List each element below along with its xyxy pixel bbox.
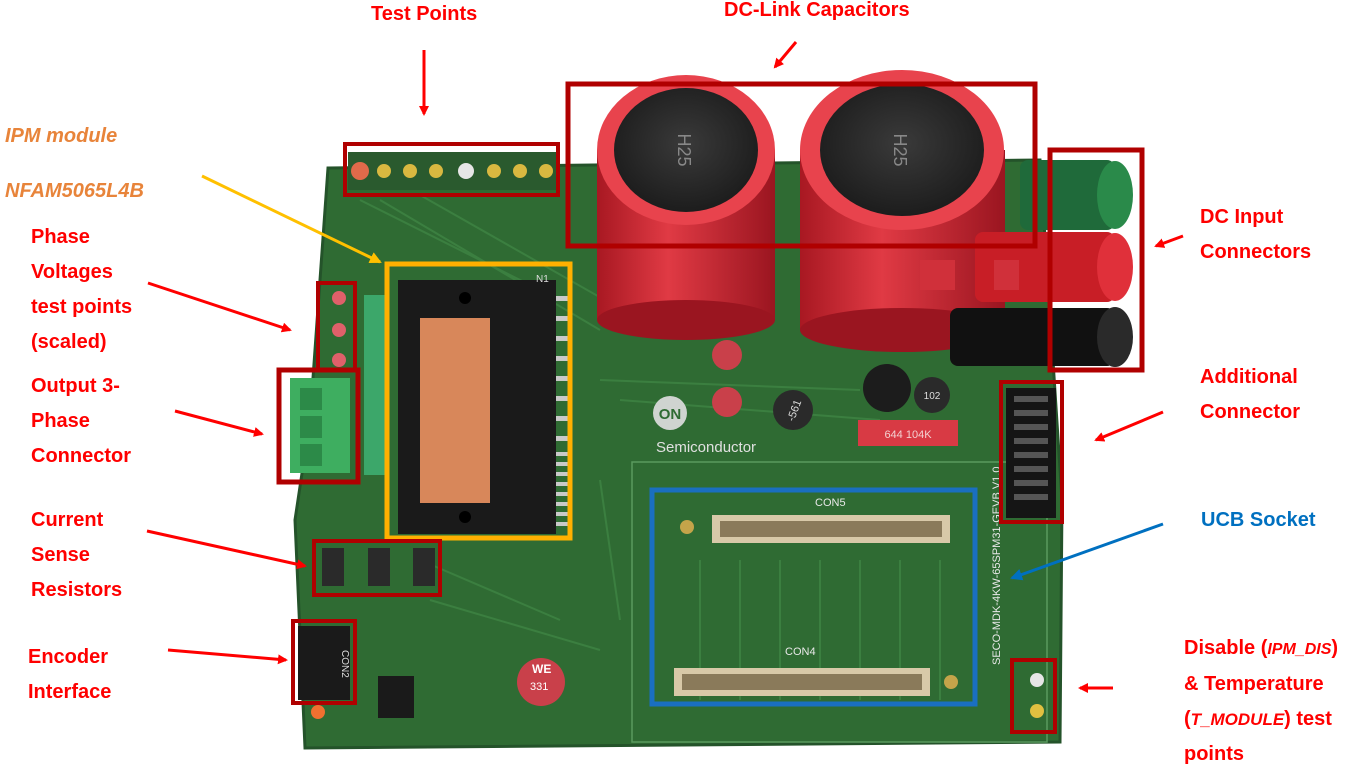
label-temp-e: points [1184, 743, 1244, 765]
label-disable-line: Disable (IPM_DIS) [1184, 631, 1338, 667]
arrow-encoder [167, 648, 288, 665]
test-point-header [348, 152, 558, 190]
label-ipm-line1: IPM module [5, 125, 118, 147]
highlight-boxes [276, 81, 1145, 734]
label-ucb-socket: UCB Socket [1201, 509, 1316, 531]
arrow-current [146, 529, 307, 570]
label-encoder-line2: Interface [28, 681, 112, 703]
annotation-arrows [146, 41, 1184, 693]
label-additional-line1: Additional [1200, 366, 1298, 388]
cap-small-mark: 102 [924, 391, 941, 402]
label-disable-temperature: Disable (IPM_DIS) & Temperature (T_MODUL… [1184, 631, 1338, 772]
film-cap-mark: 644 104K [884, 429, 932, 441]
box-additional [999, 380, 1064, 524]
box-output-conn [276, 367, 361, 485]
label-phase-line3: test points [31, 296, 133, 318]
label-disable-a: Disable ( [1184, 637, 1268, 659]
misc-components: -561 102 644 104K 331 WE [378, 260, 1044, 718]
con5-label: CON5 [815, 497, 846, 509]
dc-link-capacitors: H25 H25 [597, 70, 1005, 352]
capacitor-mark-1: H25 [674, 133, 694, 166]
ipm-module: N1 [398, 274, 572, 534]
output-3-phase-connector [290, 378, 350, 473]
label-output-line2: Phase [31, 410, 90, 432]
ipm-refdes: N1 [536, 274, 549, 285]
label-dc-link-capacitors: DC-Link Capacitors [724, 0, 910, 21]
box-current-sense [312, 539, 442, 597]
label-encoder-line1: Encoder [28, 646, 109, 668]
arrow-phase [147, 281, 292, 333]
label-additional-line2: Connector [1200, 401, 1300, 423]
additional-connector-header [1006, 388, 1056, 518]
arrow-dc-link [773, 41, 798, 69]
ucb-socket-connectors: CON5 CON4 SECO-MDK-4KW-65SPM31-GEVB V1.0 [674, 467, 1003, 696]
arrow-ucb [1010, 522, 1164, 581]
label-ipm-module: IPM module NFAM5065L4B [5, 109, 144, 219]
label-dcinput-line2: Connectors [1200, 241, 1312, 263]
capacitor-mark-2: H25 [890, 133, 910, 166]
label-phase-line4: (scaled) [31, 331, 107, 353]
box-test-points [343, 142, 560, 197]
label-current-sense: Current Sense Resistors [31, 503, 122, 608]
box-dc-link [565, 81, 1038, 249]
label-additional-connector: Additional Connector [1200, 360, 1300, 430]
label-temp-a: & Temperature [1184, 673, 1324, 695]
label-current-line1: Current [31, 509, 104, 531]
label-ipm-line2: NFAM5065L4B [5, 180, 144, 202]
label-current-line3: Resistors [31, 579, 123, 601]
arrow-ipm [201, 174, 382, 264]
label-temp-c: T_MODULE [1190, 710, 1285, 729]
arrow-output [174, 409, 264, 437]
label-phase-voltages: Phase Voltages test points (scaled) [31, 220, 132, 360]
label-disable-b: IPM_DIS [1267, 641, 1332, 658]
box-dc-input [1047, 147, 1145, 373]
we-cap-value: 331 [530, 681, 548, 693]
box-ucb [649, 487, 978, 707]
brand-text: Semiconductor [656, 439, 756, 456]
label-encoder: Encoder Interface [28, 640, 111, 710]
label-output-connector: Output 3- Phase Connector [31, 369, 131, 474]
on-semiconductor-logo: ON Semiconductor [653, 396, 756, 456]
label-phase-line1: Phase [31, 226, 90, 248]
box-encoder [291, 619, 357, 705]
label-dc-input: DC Input Connectors [1200, 200, 1311, 270]
heatsink-strip [364, 295, 386, 475]
we-logo: WE [532, 662, 551, 676]
label-output-line3: Connector [31, 445, 131, 467]
encoder-refdes: CON2 [339, 650, 350, 678]
arrow-dc-input [1154, 234, 1184, 248]
label-test-points: Test Points [371, 3, 478, 25]
label-dcinput-line1: DC Input [1200, 206, 1284, 228]
box-ipm [384, 261, 573, 541]
label-disable-c: ) [1331, 637, 1339, 659]
current-sense-resistors [322, 548, 435, 586]
label-current-line2: Sense [31, 544, 90, 566]
label-temp-d: ) test [1284, 708, 1332, 730]
encoder-interface-header: CON2 [298, 626, 350, 719]
arrow-additional [1094, 410, 1164, 442]
on-logo-text: ON [659, 406, 682, 423]
label-temp-b: ( [1184, 708, 1191, 730]
phase-voltage-test-points [332, 291, 346, 367]
con4-label: CON4 [785, 646, 816, 658]
box-disable-temp [1010, 658, 1057, 734]
label-temp-line: (T_MODULE) test [1184, 702, 1338, 737]
label-phase-line2: Voltages [31, 261, 113, 283]
label-output-line1: Output 3- [31, 375, 120, 397]
